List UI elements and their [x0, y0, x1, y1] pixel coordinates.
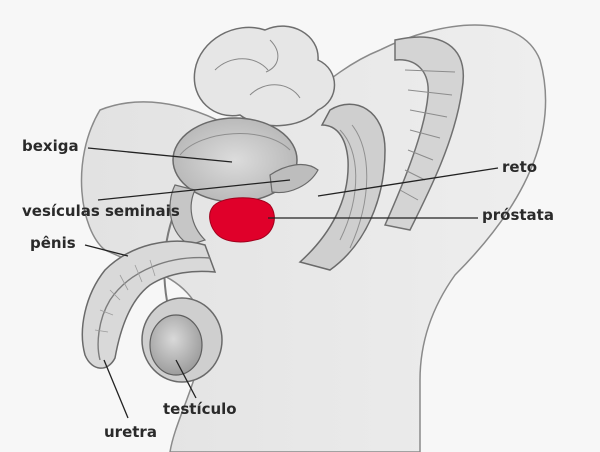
intestine-loops: [193, 25, 336, 127]
leader-bladder: [87, 147, 233, 163]
label-urethra: uretra: [104, 423, 157, 441]
label-testicle: testículo: [163, 400, 237, 418]
rectum-lines: [339, 124, 368, 249]
penis: [81, 240, 217, 369]
testicle: [149, 314, 203, 376]
label-prostate: próstata: [482, 206, 554, 224]
leader-urethra: [103, 359, 129, 419]
bladder-wall: [179, 133, 291, 156]
label-rectum: reto: [502, 158, 538, 176]
label-seminal-vesicles: vesículas seminais: [22, 202, 180, 220]
leader-penis: [84, 244, 129, 257]
leader-seminal-vesicles: [97, 179, 291, 201]
urethra-channel: [97, 256, 211, 361]
rectum: [298, 103, 386, 271]
leader-rectum: [317, 167, 499, 197]
intestine-folds: [214, 39, 301, 99]
seminal-vesicle: [269, 163, 319, 194]
label-bladder: bexiga: [22, 137, 79, 155]
label-penis: pênis: [30, 234, 76, 252]
penis-striations: [94, 259, 156, 333]
sacrum-ridges: [399, 69, 456, 201]
leader-lines: [84, 147, 499, 419]
leader-testicle: [175, 359, 197, 399]
prostate: [209, 197, 275, 243]
